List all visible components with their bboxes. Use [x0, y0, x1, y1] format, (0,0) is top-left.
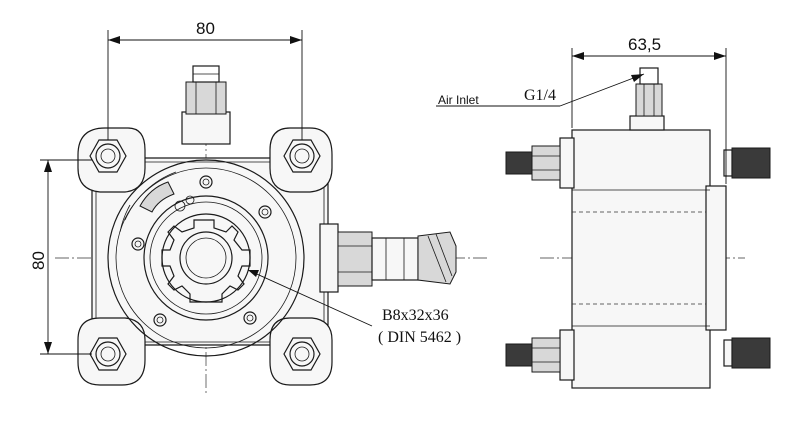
- side-fitting-flange: [319, 223, 339, 293]
- front-air-inlet-fitting: [181, 65, 231, 145]
- left-studs: [505, 137, 575, 381]
- dimension-side-width: 63,5: [571, 35, 727, 184]
- sensor-detail: [139, 181, 195, 213]
- flange-ring-inner: [149, 201, 263, 315]
- dimension-front-height: 80: [29, 159, 92, 355]
- ring-screws: [131, 175, 272, 327]
- port-thread-label: G1/4: [524, 87, 556, 104]
- arc-segment-2: [119, 204, 131, 233]
- fitting-base: [181, 111, 231, 145]
- fitting-body: [185, 81, 227, 115]
- side-air-inlet-fitting: [635, 67, 663, 117]
- side-view: 63,5 Air Inlet G1/4: [436, 35, 771, 389]
- shaft-bore: [179, 231, 233, 285]
- spline-standard-label: ( DIN 5462 ): [378, 329, 461, 346]
- bolt-bottom-right: [283, 337, 321, 371]
- side-port-base: [629, 115, 665, 131]
- side-fitting-body: [371, 237, 419, 281]
- outer-ring: [107, 159, 305, 357]
- dimension-front-height-label: 80: [29, 251, 48, 270]
- dimension-side-width-label: 63,5: [628, 35, 661, 54]
- bolt-top-left: [89, 139, 127, 173]
- bolt-bottom-left: [89, 337, 127, 371]
- rotary-face: [107, 159, 305, 357]
- bolt-top-right: [283, 139, 321, 173]
- dimension-front-width-label: 80: [196, 19, 215, 38]
- air-inlet-callout: Air Inlet G1/4: [436, 73, 645, 107]
- spline-profile: [161, 219, 251, 303]
- dimension-front-width: 80: [107, 19, 303, 140]
- spline-bore: [161, 213, 251, 303]
- side-air-fitting: [319, 223, 457, 293]
- flange-ring: [143, 195, 269, 321]
- outer-ring-inner: [115, 167, 297, 349]
- front-view: 80 80 B8x32x36 ( DIN 5462 ): [29, 19, 490, 395]
- side-rear-flange: [705, 185, 727, 331]
- corner-bolts: [89, 139, 321, 371]
- arc-segment-1: [124, 171, 177, 221]
- air-inlet-label: Air Inlet: [438, 93, 479, 107]
- right-studs: [723, 147, 771, 369]
- side-fitting-hex: [337, 231, 373, 287]
- side-housing: [571, 129, 711, 389]
- spline-callout: B8x32x36 ( DIN 5462 ): [247, 269, 461, 346]
- spline-size-label: B8x32x36: [382, 307, 449, 324]
